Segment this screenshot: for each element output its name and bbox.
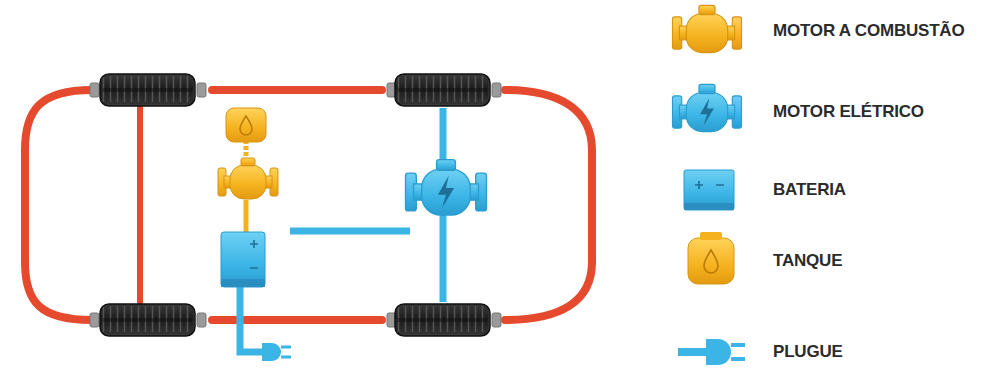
- combustion-engine: [218, 158, 278, 199]
- wheel: [100, 74, 195, 106]
- wheel: [395, 74, 490, 106]
- legend-label: MOTOR ELÉTRICO: [773, 102, 924, 122]
- plug: [262, 343, 291, 361]
- legend-label: PLUGUE: [773, 342, 843, 362]
- legend-entry: PLUGUE: [773, 342, 843, 362]
- legend-entry: MOTOR ELÉTRICO: [773, 102, 924, 122]
- legend-tank-icon: [688, 232, 734, 284]
- legend-plug-icon: [678, 339, 745, 365]
- fuel-line: [244, 140, 249, 160]
- fuel-tank: [226, 108, 266, 142]
- legend-battery-icon: [684, 170, 734, 210]
- legend-entry: TANQUE: [773, 251, 842, 271]
- legend-label: BATERIA: [773, 180, 846, 200]
- legend-motor-icon: [673, 84, 742, 131]
- legend-label: TANQUE: [773, 251, 842, 271]
- electric-motor: [406, 160, 487, 215]
- fuel-line: [244, 200, 249, 232]
- tube-caps: [90, 83, 501, 327]
- wheel: [395, 304, 490, 336]
- battery: [221, 232, 265, 287]
- legend-entry: BATERIA: [773, 180, 846, 200]
- wheel: [100, 304, 195, 336]
- legend-label: MOTOR A COMBUSTÃO: [773, 21, 964, 41]
- legend-engine-icon: [673, 5, 742, 52]
- red-tubes: [25, 90, 592, 320]
- legend-entry: MOTOR A COMBUSTÃO: [773, 21, 964, 41]
